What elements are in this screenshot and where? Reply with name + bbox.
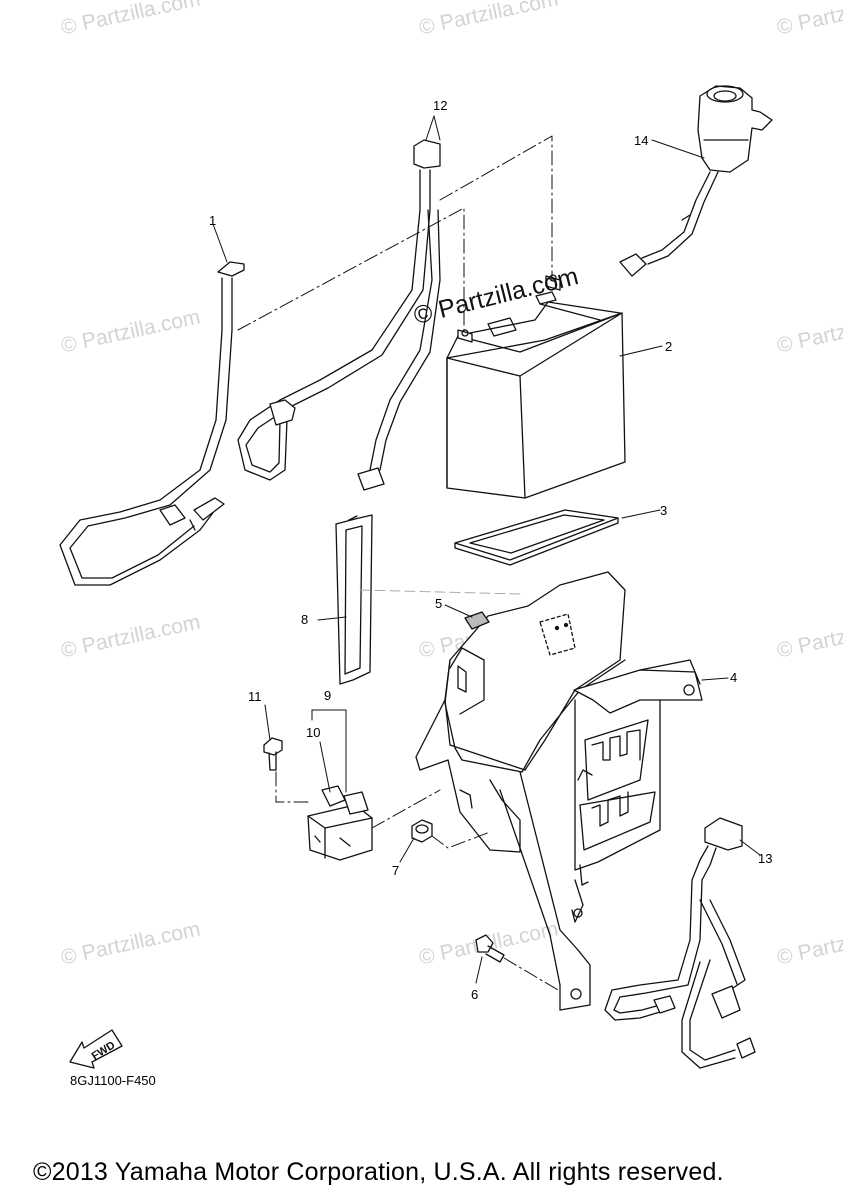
callout-13[interactable]: 13 bbox=[758, 851, 773, 866]
battery-cable-12[interactable] bbox=[237, 139, 441, 491]
starter-relay[interactable] bbox=[307, 785, 373, 861]
callout-6[interactable]: 6 bbox=[471, 987, 479, 1002]
battery-box[interactable] bbox=[415, 571, 703, 1011]
callout-11[interactable]: 11 bbox=[248, 689, 262, 704]
callout-12[interactable]: 12 bbox=[433, 98, 448, 113]
fwd-arrow-icon: FWD bbox=[69, 1029, 123, 1069]
socket-14[interactable] bbox=[619, 85, 773, 277]
callout-3[interactable]: 3 bbox=[660, 503, 668, 518]
callout-2[interactable]: 2 bbox=[665, 339, 673, 354]
callout-4[interactable]: 4 bbox=[730, 670, 738, 685]
callout-5[interactable]: 5 bbox=[435, 596, 443, 611]
sub-wire-harness-13[interactable] bbox=[604, 817, 756, 1069]
copyright-notice: ©2013 Yamaha Motor Corporation, U.S.A. A… bbox=[33, 1158, 724, 1186]
battery-band[interactable] bbox=[335, 514, 373, 685]
battery-pad[interactable] bbox=[454, 509, 619, 566]
battery[interactable] bbox=[446, 274, 626, 499]
bolt-11[interactable] bbox=[263, 737, 283, 771]
callout-1[interactable]: 1 bbox=[209, 213, 217, 228]
callout-10[interactable]: 10 bbox=[306, 725, 321, 740]
bolt-6[interactable] bbox=[475, 934, 505, 963]
callout-8[interactable]: 8 bbox=[301, 612, 309, 627]
nut-7[interactable] bbox=[411, 819, 433, 843]
diagram-reference-code: 8GJ1100-F450 bbox=[70, 1073, 156, 1088]
callout-14[interactable]: 14 bbox=[634, 133, 649, 148]
callout-7[interactable]: 7 bbox=[392, 863, 400, 878]
leader-lines bbox=[212, 115, 761, 991]
lead-wire-1[interactable] bbox=[59, 261, 245, 586]
callout-9[interactable]: 9 bbox=[324, 688, 332, 703]
